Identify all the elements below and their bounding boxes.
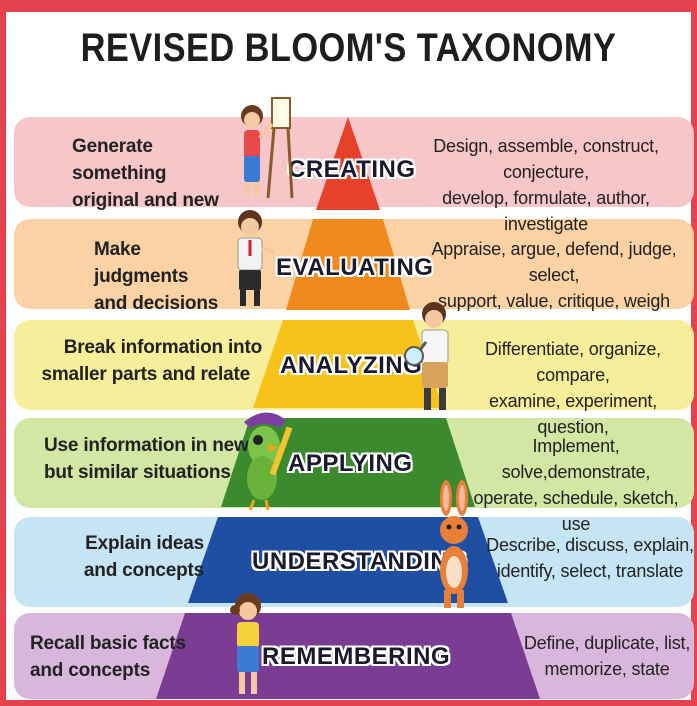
description-line: Use information in new [44,435,249,456]
description-remembering: Recall basic facts and concepts [30,630,220,684]
level-label-analyzing: ANALYZING [280,352,423,379]
boy-judging-icon [237,210,275,306]
description-creating: Generate something original and new [48,133,248,214]
verbs-line: operate, schedule, sketch, use [473,488,679,534]
description-line: Recall basic facts [30,633,186,654]
level-label-creating: CREATING [288,156,416,183]
verbs-line: examine, experiment, question, [488,391,658,437]
verbs-remembering: Define, duplicate, list, memorize, state [520,630,694,682]
description-line: Generate something [72,136,167,184]
verbs-analyzing: Differentiate, organize, compare, examin… [452,336,694,440]
verbs-applying: Implement, solve,demonstrate, operate, s… [458,433,694,537]
pyramid-tier-creating [316,117,380,210]
verbs-line: Appraise, argue, defend, judge, select, [431,239,677,285]
description-line: Break information into [63,337,262,358]
description-line: Make judgments [94,239,189,287]
verbs-line: identify, select, translate [496,561,684,581]
verbs-line: Implement, solve,demonstrate, [501,436,651,482]
description-line: and decisions [94,293,219,314]
description-evaluating: Make judgments and decisions [80,236,240,317]
description-line: original and new [72,190,219,211]
pyramid-tier-understanding [188,517,508,603]
level-label-evaluating: EVALUATING [276,254,434,281]
verbs-evaluating: Appraise, argue, defend, judge, select, … [414,236,694,314]
rabbit-icon [440,480,468,608]
verbs-creating: Design, assemble, construct, conjecture,… [398,133,694,237]
verbs-line: Define, duplicate, list, [523,633,691,653]
verbs-line: develop, formulate, author, investigate [442,188,650,234]
description-line: and concepts [30,660,151,681]
verbs-line: memorize, state [544,659,670,679]
verbs-line: support, value, critique, weigh [438,291,670,311]
boy-magnifier-icon [404,302,449,410]
pyramid-tier-evaluating [286,219,410,310]
description-line: and concepts [83,560,204,581]
level-label-understanding: UNDERSTANDING [252,548,468,575]
description-analyzing: Break information into smaller parts and… [28,334,268,388]
description-line: smaller parts and relate [41,364,250,385]
verbs-line: Design, assemble, construct, conjecture, [433,136,659,182]
description-applying: Use information in new but similar situa… [44,432,254,486]
level-label-applying: APPLYING [288,450,413,477]
poster-title: REVISED BLOOM'S TAXONOMY [80,26,617,70]
description-line: Explain ideas [85,533,204,554]
description-understanding: Explain ideas and concepts [64,530,204,584]
parrot-pencil-icon [244,412,293,511]
level-label-remembering: REMEMBERING [262,643,451,670]
description-line: but similar situations [44,462,231,483]
girl-standing-icon [230,593,261,694]
verbs-line: Describe, discuss, explain, [486,535,694,555]
pyramid-tier-analyzing [253,320,443,408]
verbs-understanding: Describe, discuss, explain, identify, se… [486,532,694,584]
verbs-line: Differentiate, organize, compare, [485,339,661,385]
girl-painting-icon [241,97,294,199]
